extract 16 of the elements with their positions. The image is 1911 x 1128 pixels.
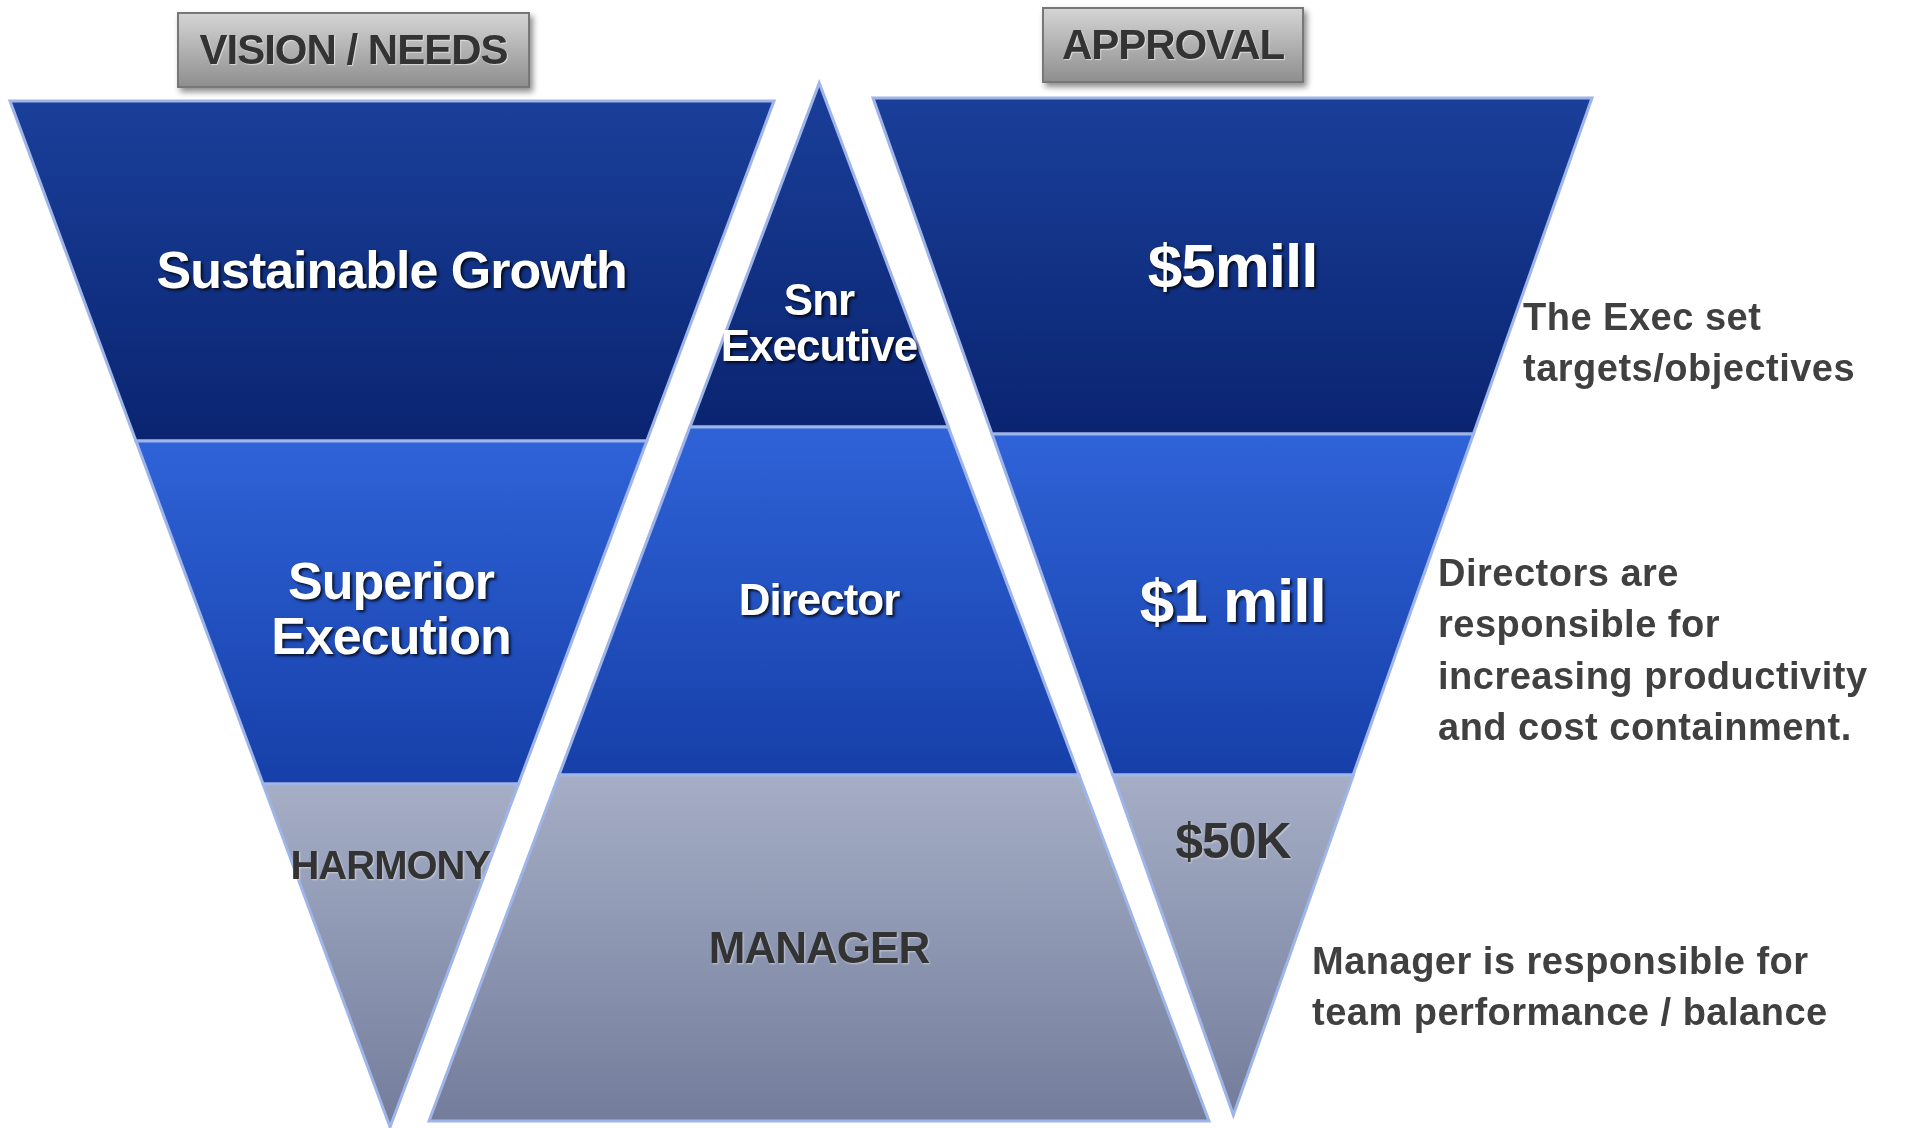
band-label: HARMONY [290, 844, 491, 886]
note-text: Manager is responsible for team performance / balance [1312, 939, 1829, 1036]
band-label: $1 mill [1139, 568, 1326, 634]
band-label: Director [738, 576, 900, 624]
band-label: $50K [1175, 814, 1291, 868]
note-text: Directors are responsible for increasing productivity and cost containment. [1438, 551, 1869, 750]
band-label: $5mill [1147, 233, 1318, 299]
band-label: Snr Executive [719, 276, 919, 370]
header-text: VISION / NEEDS [199, 27, 508, 73]
header-box [177, 12, 530, 88]
band-label: Sustainable Growth [156, 242, 627, 298]
band-label: MANAGER [708, 924, 930, 972]
note-text: The Exec set targets/objectives [1523, 295, 1857, 392]
band-label: Superior Execution [270, 554, 512, 664]
header-box [1042, 7, 1304, 83]
header-text: APPROVAL [1061, 22, 1285, 68]
